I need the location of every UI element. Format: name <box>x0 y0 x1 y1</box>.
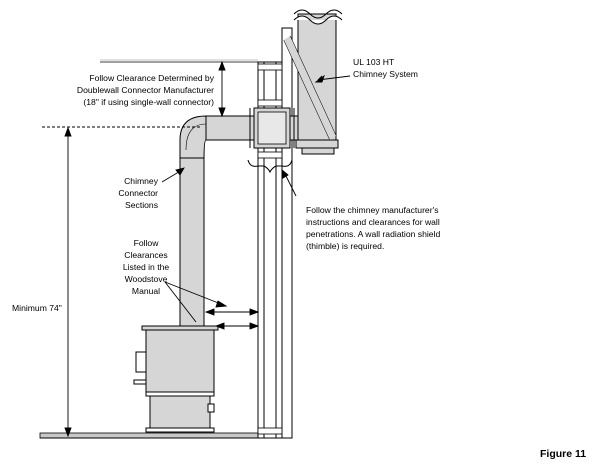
woodstove-line-5: Manual <box>131 286 161 296</box>
clearance-note: Follow Clearance Determined by Doublewal… <box>62 72 214 108</box>
connector-line-2: Connector <box>118 188 158 198</box>
wall-penetration-note: Follow the chimney manufacturer's instru… <box>306 204 440 252</box>
woodstove-line-1: Follow <box>133 238 159 248</box>
woodstove-line-4: Woodstove <box>124 274 168 284</box>
chimney-system-line-1: UL 103 HT <box>353 57 395 67</box>
connector-line-3: Sections <box>125 200 158 210</box>
penetration-line-1: Follow the chimney manufacturer's <box>306 205 439 215</box>
figure-label: Figure 11 <box>540 448 587 460</box>
clearance-line-3: (18" if using single-wall connector) <box>83 97 214 107</box>
clearance-line-2: Doublewall Connector Manufacturer <box>76 85 214 95</box>
penetration-line-2: instructions and clearances for wall <box>306 217 440 227</box>
floor-hearth <box>39 432 281 439</box>
wall-hatch <box>257 63 283 435</box>
penetration-line-4: (thimble) is required. <box>306 241 385 251</box>
chimney-connector <box>179 115 207 327</box>
woodstove-line-3: Listed in the <box>122 262 170 272</box>
minimum-height-label: Minimum 74" <box>12 303 62 313</box>
woodstove-line-2: Clearances <box>124 250 168 260</box>
clearance-line-1: Follow Clearance Determined by <box>89 73 214 83</box>
connector-sections-label: Chimney Connector Sections <box>100 175 158 211</box>
chimney-system-label: UL 103 HT Chimney System <box>353 56 418 80</box>
dimension-lines <box>42 60 351 438</box>
woodstove <box>133 325 219 433</box>
chimney-system <box>283 9 343 155</box>
wall-thimble <box>205 107 299 149</box>
connector-line-1: Chimney <box>124 176 158 186</box>
thimble-brace <box>247 159 293 174</box>
wall <box>257 27 293 439</box>
penetration-line-3: penetrations. A wall radiation shield <box>306 229 441 239</box>
chimney-system-line-2: Chimney System <box>353 69 418 79</box>
woodstove-clearances-note: Follow Clearances Listed in the Woodstov… <box>110 237 182 297</box>
